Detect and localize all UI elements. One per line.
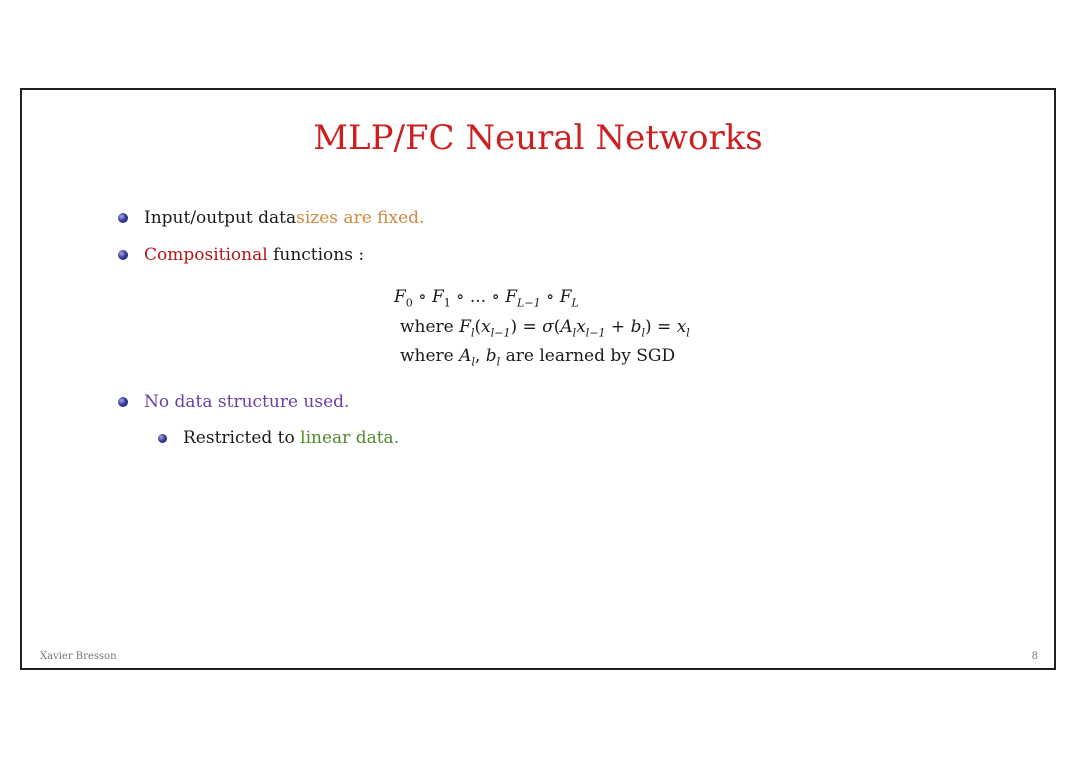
bullet-item-no-structure: No data structure used. <box>118 392 349 412</box>
bullet-icon <box>118 250 128 260</box>
bullet-highlight: No data structure used. <box>144 392 350 412</box>
footer-author: Xavier Bresson <box>40 651 117 662</box>
equation-composition: F0 ∘ F1 ∘ ... ∘ FL−1 ∘ FL <box>394 287 579 310</box>
sub-bullet-highlight: linear data. <box>300 428 400 448</box>
bullet-icon <box>118 213 128 223</box>
bullet-item-compositional: Compositional functions : <box>118 245 364 265</box>
bullet-icon <box>118 397 128 407</box>
bullet-text: Input/output data <box>144 208 297 228</box>
slide-title: MLP/FC Neural Networks <box>313 118 763 158</box>
bullet-highlight: sizes are fixed. <box>296 208 425 228</box>
sub-bullet-text: Restricted to <box>183 428 301 448</box>
sub-bullet-item-linear: Restricted to linear data. <box>158 428 399 448</box>
bullet-text: functions : <box>267 245 365 265</box>
bullet-highlight: Compositional <box>144 245 268 265</box>
sub-bullet-icon <box>158 433 167 443</box>
footer-page-number: 8 <box>1031 651 1038 662</box>
equation-layer-definition: where Fl(xl−1) = σ(Alxl−1 + bl) = xl <box>400 317 690 340</box>
bullet-item-input-output: Input/output data sizes are fixed. <box>118 208 424 228</box>
equation-learned-params: where Al, bl are learned by SGD <box>400 346 676 369</box>
slide-frame: MLP/FC Neural Networks Input/output data… <box>20 88 1056 670</box>
